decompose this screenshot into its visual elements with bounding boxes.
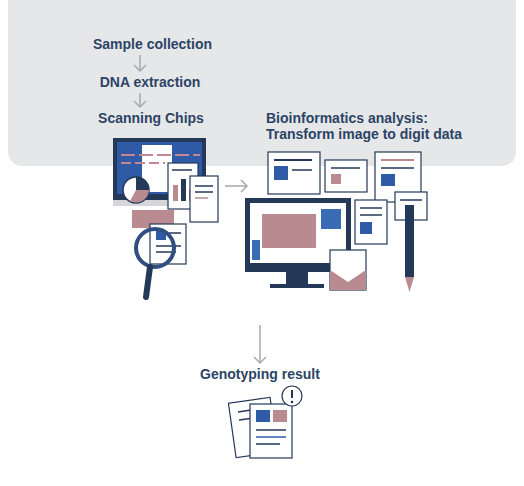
result-illustration-part — [282, 386, 302, 406]
result-illustration-part — [256, 443, 280, 445]
flow-arrow — [134, 93, 146, 107]
scan-illustration-part — [156, 245, 181, 247]
analysis-illustration-part — [330, 270, 366, 290]
scan-illustration-part — [181, 179, 186, 201]
result-illustration-part — [273, 410, 287, 422]
scan-illustration-part — [136, 229, 174, 267]
step-node: Bioinformatics analysis: Transform image… — [250, 110, 514, 322]
analysis-illustration-part — [381, 174, 395, 186]
result-illustration-part — [256, 429, 286, 431]
scan-illustration-part — [195, 191, 213, 193]
scan-illustration-part — [130, 190, 149, 202]
scan-illustration-part — [169, 232, 181, 234]
gray-band — [8, 0, 516, 166]
flow-arrow — [134, 55, 146, 71]
scan-illustration-part — [172, 169, 192, 171]
result-illustration-part — [256, 410, 270, 422]
analysis-illustration-part — [405, 205, 414, 277]
analysis-illustration-part — [292, 169, 312, 171]
scan-illustration-part — [136, 177, 149, 190]
step-node: Sample collection — [80, 36, 225, 52]
analysis-illustration-part — [330, 250, 366, 290]
flow-arrow — [225, 180, 247, 192]
analysis-illustration-part — [262, 214, 316, 248]
scan-illustration — [113, 138, 218, 297]
analysis-illustration-part — [321, 209, 341, 229]
step-node: Scanning Chips — [80, 110, 222, 305]
analysis-illustration-part — [274, 159, 312, 161]
analysis-illustration-part — [381, 159, 414, 161]
analysis-illustration-part — [355, 200, 387, 244]
flow-arrow — [254, 325, 266, 363]
analysis-illustration — [245, 152, 427, 292]
result-illustration — [228, 386, 302, 458]
analysis-illustration-part — [252, 240, 260, 260]
scan-illustration-part — [146, 267, 150, 297]
step-label: DNA extraction — [80, 74, 220, 90]
step-node: DNA extraction — [80, 74, 220, 90]
scan-illustration-part — [195, 185, 213, 187]
analysis-illustration-part — [325, 160, 367, 192]
step-label: Scanning Chips — [80, 110, 222, 126]
step-label: Sample collection — [80, 36, 225, 52]
analysis-illustration-part — [360, 214, 382, 216]
analysis-illustration-part — [331, 174, 341, 184]
analysis-illustration-part — [360, 222, 372, 234]
scan-illustration-part — [195, 197, 208, 199]
analysis-illustration-part — [286, 272, 308, 284]
analysis-illustration-part — [381, 167, 414, 169]
gray-band-part — [8, 0, 516, 166]
analysis-illustration-part — [268, 152, 320, 194]
analysis-illustration-part — [274, 166, 288, 180]
scan-illustration-part — [121, 154, 200, 156]
scan-illustration-part — [121, 162, 165, 164]
step-node: Genotyping result — [180, 366, 340, 466]
analysis-illustration-part — [270, 284, 324, 288]
analysis-illustration-part — [331, 167, 360, 169]
result-illustration-part — [256, 436, 286, 438]
result-illustration-part — [291, 390, 293, 398]
analysis-illustration-part — [360, 207, 382, 209]
scan-illustration-part — [173, 185, 178, 201]
scan-illustration-part — [123, 177, 149, 203]
step-label: Genotyping result — [180, 366, 340, 382]
result-illustration-part — [250, 404, 292, 458]
analysis-illustration-part — [400, 199, 422, 201]
scan-illustration-part — [190, 176, 218, 222]
result-illustration-part — [291, 401, 294, 404]
analysis-illustration-part — [405, 277, 414, 292]
step-label: Bioinformatics analysis: Transform image… — [266, 110, 488, 142]
